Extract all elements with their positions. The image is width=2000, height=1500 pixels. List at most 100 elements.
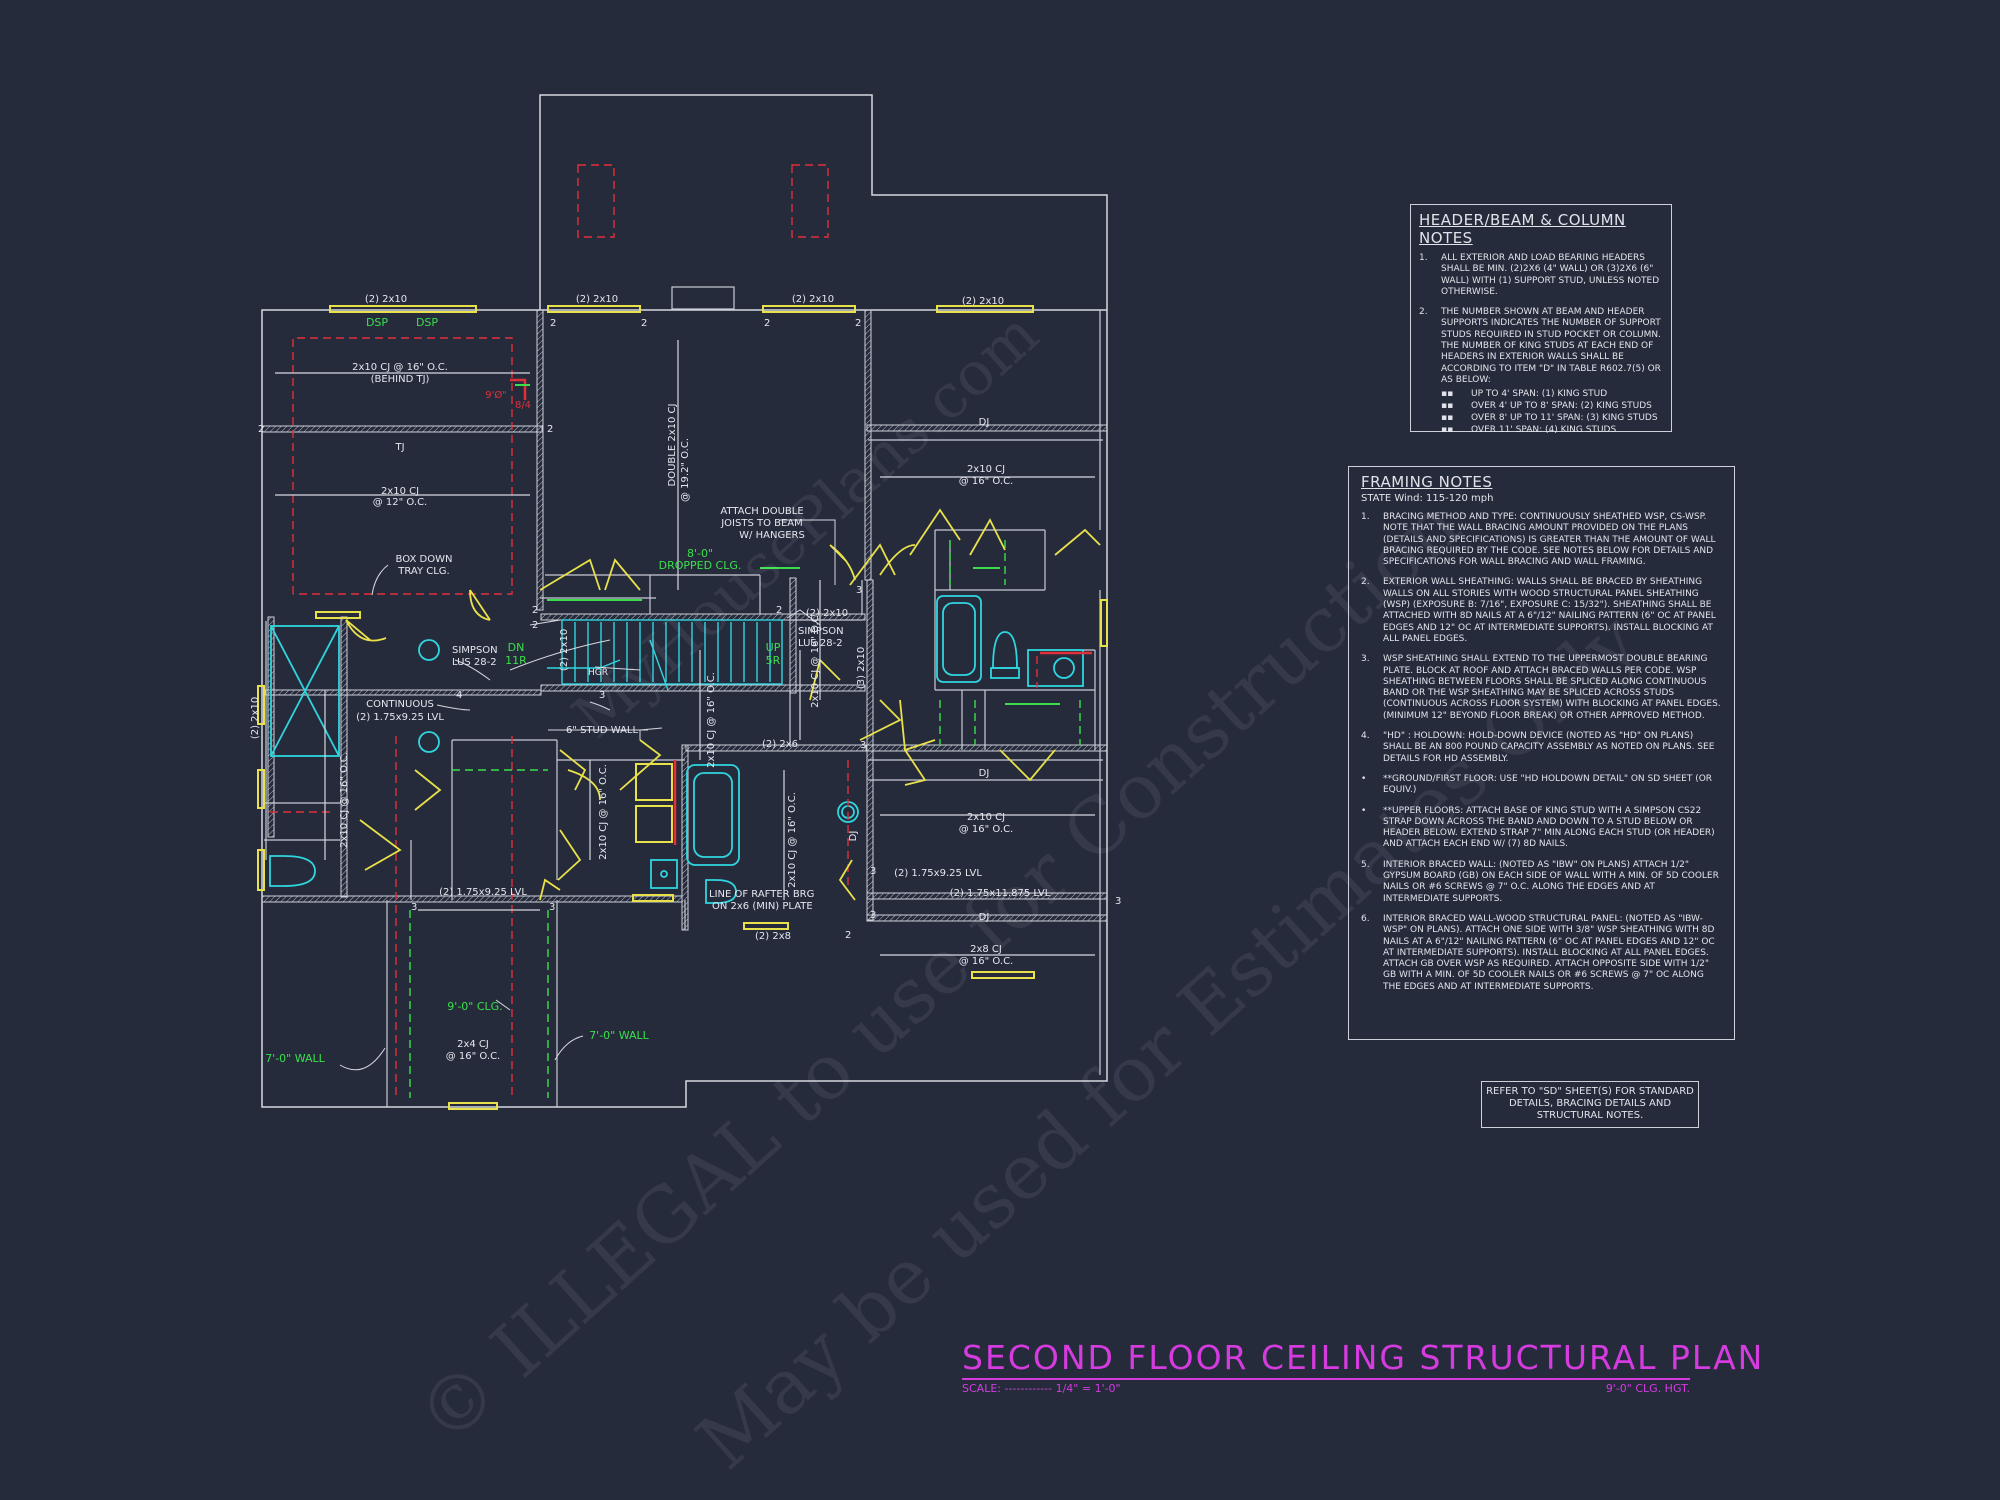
framing-note-item-number: • bbox=[1361, 805, 1367, 816]
tj-label: TJ bbox=[394, 442, 404, 453]
vertical-cj-label-3: 2x10 CJ @ 16" O.C. bbox=[810, 612, 821, 708]
bullet-icon: ▪▪ bbox=[1441, 413, 1454, 424]
dsp-label-1: DSP bbox=[366, 316, 388, 329]
scale-label: SCALE: ------------ 1/4" = 1'-0" bbox=[962, 1382, 1121, 1395]
interior-lines bbox=[264, 286, 1103, 1107]
framing-note-item-text: EXTERIOR WALL SHEATHING: WALLS SHALL BE … bbox=[1383, 577, 1716, 644]
support-stud-count: 2 bbox=[855, 318, 861, 329]
plumbing-fixtures bbox=[269, 595, 1084, 904]
vertical-cj-label-1: 2x10 CJ @ 16" O.C. bbox=[339, 752, 350, 848]
framing-notes-list: 1.BRACING METHOD AND TYPE: CONTINUOUSLY … bbox=[1361, 512, 1722, 993]
header-label-left: (2) 2x10 bbox=[250, 697, 261, 739]
lvl-label-left: (2) 1.75x9.25 LVL bbox=[439, 887, 527, 898]
ceiling-joist-2x4: 2x4 CJ bbox=[457, 1039, 489, 1050]
double-joist-spacing: @ 19.2" O.C. bbox=[680, 438, 691, 502]
double-joist-label: DOUBLE 2x10 CJ bbox=[667, 404, 678, 487]
header-label-stair: (2) 2x10 bbox=[806, 608, 848, 619]
reference-note: REFER TO "SD" SHEET(S) FOR STANDARD DETA… bbox=[1481, 1081, 1699, 1128]
support-stud-count: 3 bbox=[1115, 896, 1121, 907]
dj-label-3: DJ bbox=[979, 912, 990, 923]
height-84-label: 8/4 bbox=[515, 400, 531, 411]
bullet-icon: ▪▪ bbox=[1441, 389, 1454, 400]
stair-down-label: DN bbox=[508, 641, 525, 654]
support-stud-count: 3 bbox=[599, 690, 605, 701]
green-dashed bbox=[409, 540, 1081, 1098]
framing-note-item-number: 2. bbox=[1361, 577, 1370, 588]
king-stud-item: ▪▪UP TO 4' SPAN: (1) KING STUD bbox=[1441, 389, 1608, 400]
dropped-ceiling-height: 8'-0" bbox=[687, 547, 713, 560]
headers-windows bbox=[257, 305, 1108, 1110]
header-notes-title: HEADER/BEAM & COLUMN NOTES bbox=[1419, 211, 1626, 247]
framing-note-item-number: 6. bbox=[1361, 913, 1370, 924]
simpson-label-right: SIMPSON bbox=[798, 626, 844, 637]
framing-note-item-text: INTERIOR BRACED WALL-WOOD STRUCTURAL PAN… bbox=[1383, 913, 1715, 992]
support-stud-count: 2 bbox=[641, 318, 647, 329]
vertical-header-stair: (2) 2x10 bbox=[559, 629, 570, 671]
framing-note-item-number: 4. bbox=[1361, 731, 1370, 742]
vertical-cj-label-2: 2x10 CJ @ 16" O.C. bbox=[706, 672, 717, 768]
rafter-line-label: LINE OF RAFTER BRG bbox=[709, 889, 814, 900]
red-labels: 9'Ø" 8/4 bbox=[485, 389, 531, 411]
support-stud-count: 2 bbox=[532, 620, 538, 631]
hanger-label: HGR bbox=[588, 668, 608, 678]
stair bbox=[547, 619, 783, 691]
wall-bands bbox=[261, 309, 1108, 931]
support-stud-count: 2 bbox=[776, 605, 782, 616]
king-stud-list: ▪▪UP TO 4' SPAN: (1) KING STUD▪▪OVER 4' … bbox=[1441, 388, 1663, 436]
support-stud-count: 2 bbox=[547, 424, 553, 435]
framing-note-item: 1.BRACING METHOD AND TYPE: CONTINUOUSLY … bbox=[1361, 512, 1722, 568]
framing-note-item: 4."HD" : HOLDOWN: HOLD-DOWN DEVICE (NOTE… bbox=[1361, 731, 1722, 765]
dsp-label-2: DSP bbox=[416, 316, 438, 329]
stair-down-risers: 11R bbox=[505, 654, 527, 667]
header-note-item: 1. ALL EXTERIOR AND LOAD BEARING HEADERS … bbox=[1419, 253, 1663, 298]
support-stud-count: 3 bbox=[411, 902, 417, 913]
ceiling-joist-label-r1: 2x10 CJ bbox=[967, 464, 1005, 475]
dropped-ceiling-label: DROPPED CLG. bbox=[659, 559, 742, 572]
ceiling-joist-label-r1b: @ 16" O.C. bbox=[959, 476, 1014, 487]
ceiling-height-label: 9'-0" CLG. HGT. bbox=[1605, 1382, 1690, 1395]
span-lines bbox=[275, 340, 1095, 956]
header-note-item-number: 2. bbox=[1419, 307, 1428, 318]
vertical-header-3x: (3) 2x10 bbox=[856, 647, 867, 689]
support-stud-count: 2 bbox=[258, 424, 264, 435]
framing-note-item-number: 3. bbox=[1361, 654, 1370, 665]
framing-note-item-number: • bbox=[1361, 773, 1367, 784]
framing-note-item: 5.INTERIOR BRACED WALL: (NOTED AS "IBW" … bbox=[1361, 860, 1722, 905]
title-block: SECOND FLOOR CEILING STRUCTURAL PLAN SCA… bbox=[962, 1338, 1762, 1395]
vertical-dj-label: DJ bbox=[848, 831, 859, 842]
framing-notes: FRAMING NOTES STATE Wind: 115-120 mph 1.… bbox=[1348, 466, 1735, 1040]
height-9-label: 9'Ø" bbox=[485, 389, 507, 401]
framing-note-item: • **GROUND/FIRST FLOOR: USE "HD HOLDOWN D… bbox=[1361, 774, 1722, 797]
attach-label-2: JOISTS TO BEAM bbox=[720, 518, 803, 529]
framing-note-item: 3. WSP SHEATHING SHALL EXTEND TO THE UPPE… bbox=[1361, 654, 1722, 722]
support-stud-count: 3 bbox=[870, 910, 876, 921]
framing-note-item: •**UPPER FLOORS: ATTACH BASE OF KING STU… bbox=[1361, 806, 1722, 851]
framing-note-item-text: BRACING METHOD AND TYPE: CONTINUOUSLY SH… bbox=[1383, 512, 1716, 568]
vertical-cj-label-5: 2x10 CJ @ 16" O.C. bbox=[787, 792, 798, 888]
framing-note-item-text: **GROUND/FIRST FLOOR: USE "HD HOLDOWN DE… bbox=[1383, 773, 1713, 796]
support-stud-count: 2 bbox=[532, 605, 538, 616]
header-note-item-number: 1. bbox=[1419, 253, 1428, 263]
lvl-label-mid: (2) 1.75x9.25 LVL bbox=[894, 868, 982, 879]
framing-notes-title: FRAMING NOTES bbox=[1361, 473, 1493, 491]
stair-up-risers: 5R bbox=[766, 654, 781, 667]
framing-note-item-text: WSP SHEATHING SHALL EXTEND TO THE UPPERM… bbox=[1383, 654, 1721, 721]
ceiling-joist-label-1: 2x10 CJ @ 16" O.C. bbox=[352, 362, 448, 373]
ceiling-joist-label-r3: 2x8 CJ bbox=[970, 944, 1002, 955]
continuous-label: CONTINUOUS bbox=[366, 699, 434, 710]
rafter-plate-label: ON 2x6 (MIN) PLATE bbox=[712, 901, 813, 912]
header-label-1: (2) 2x10 bbox=[365, 294, 407, 305]
wall-7-right-label: 7'-0" WALL bbox=[589, 1029, 649, 1042]
header-label-2x8: (2) 2x8 bbox=[755, 931, 791, 942]
leaders bbox=[339, 519, 836, 1071]
stair-up-label: UP bbox=[766, 641, 781, 654]
green-labels: DSP DSP 8'-0" DROPPED CLG. DN 11R UP 5R … bbox=[265, 316, 781, 1065]
ceiling-joist-label-r2b: @ 16" O.C. bbox=[959, 824, 1014, 835]
bullet-icon: ▪▪ bbox=[1441, 425, 1454, 436]
king-stud-item: ▪▪OVER 11' SPAN: (4) KING STUDS bbox=[1441, 425, 1617, 436]
ceiling-joist-label-r2: 2x10 CJ bbox=[967, 812, 1005, 823]
header-note-item-text: THE NUMBER SHOWN AT BEAM AND HEADER SUPP… bbox=[1441, 307, 1663, 436]
plan-title: SECOND FLOOR CEILING STRUCTURAL PLAN bbox=[962, 1338, 1762, 1380]
header-note-item-text: ALL EXTERIOR AND LOAD BEARING HEADERS SH… bbox=[1441, 253, 1660, 297]
framing-note-item: 6. INTERIOR BRACED WALL-WOOD STRUCTURAL P… bbox=[1361, 914, 1722, 993]
